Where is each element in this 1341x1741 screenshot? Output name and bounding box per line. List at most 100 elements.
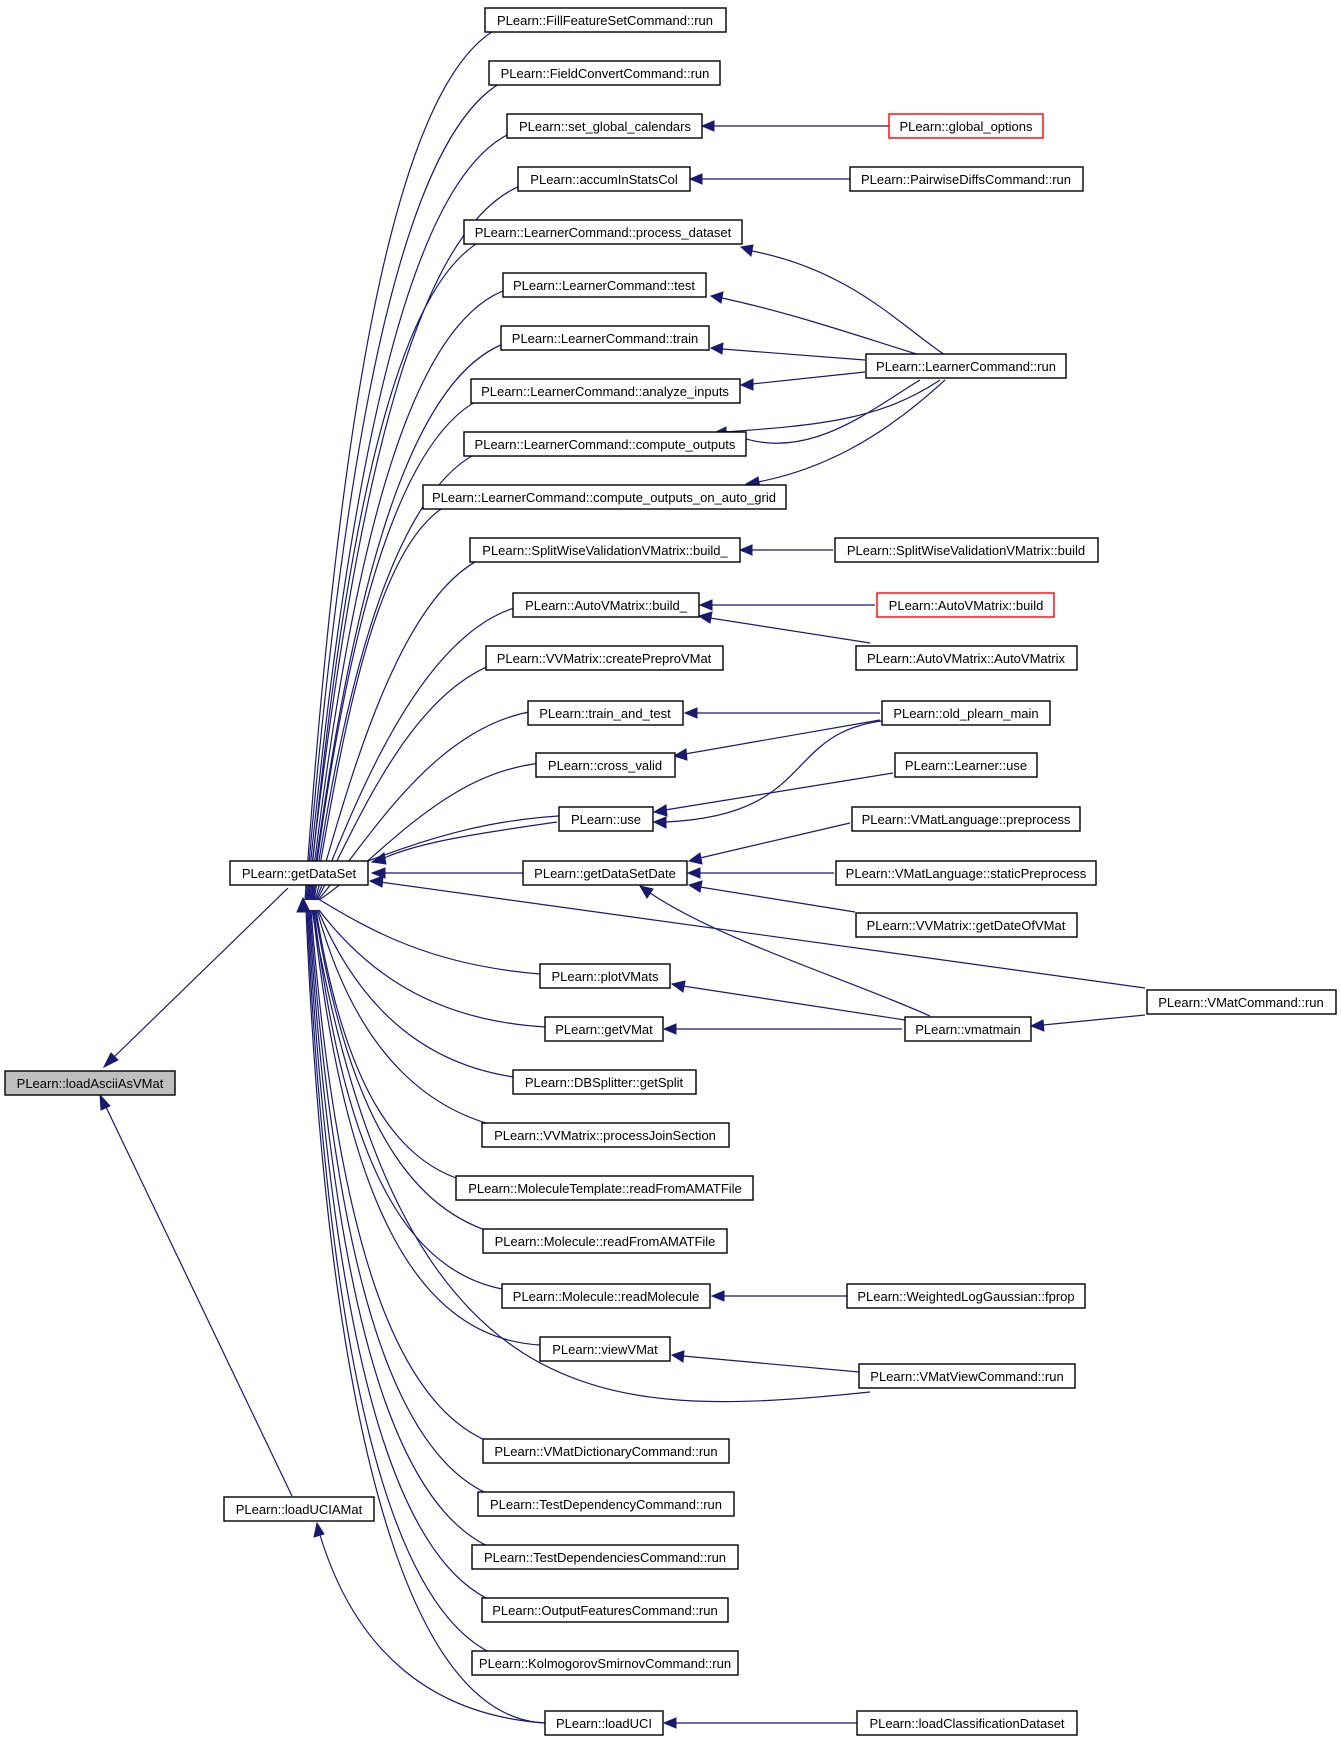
- arrowhead: [739, 378, 754, 391]
- node-getDataSetDate[interactable]: PLearn::getDataSetDate: [522, 860, 688, 886]
- node-testDeps[interactable]: PLearn::TestDependenciesCommand::run: [471, 1544, 739, 1570]
- edge: [649, 892, 931, 1017]
- edge: [315, 602, 541, 901]
- edge: [305, 72, 536, 901]
- node-label: PLearn::VVMatrix::processJoinSection: [494, 1128, 716, 1143]
- edge: [684, 719, 881, 755]
- node-label: PLearn::VMatViewCommand::run: [870, 1369, 1063, 1384]
- node-lcCompute[interactable]: PLearn::LearnerCommand::compute_outputs: [463, 431, 747, 457]
- node-crossValid[interactable]: PLearn::cross_valid: [535, 752, 676, 778]
- node-loadUCIAMat[interactable]: PLearn::loadUCIAMat: [223, 1496, 375, 1522]
- edge: [314, 549, 511, 901]
- node-learnerUse[interactable]: PLearn::Learner::use: [894, 752, 1038, 778]
- node-vmatDict[interactable]: PLearn::VMatDictionaryCommand::run: [482, 1438, 730, 1464]
- arrowhead: [709, 342, 724, 355]
- node-autoBuild_[interactable]: PLearn::AutoVMatrix::build_: [512, 592, 700, 618]
- node-loadClassif[interactable]: PLearn::loadClassificationDataset: [856, 1710, 1078, 1736]
- node-loadAsciiAsVMat[interactable]: PLearn::loadAsciiAsVMat: [4, 1070, 176, 1096]
- node-getDataSet[interactable]: PLearn::getDataSet: [229, 860, 369, 886]
- node-lcProcess[interactable]: PLearn::LearnerCommand::process_dataset: [463, 219, 743, 245]
- node-trainAndTest[interactable]: PLearn::train_and_test: [527, 700, 684, 726]
- node-kolmo[interactable]: PLearn::KolmogorovSmirnovCommand::run: [471, 1650, 739, 1676]
- node-vmatViewRun[interactable]: PLearn::VMatViewCommand::run: [858, 1363, 1076, 1389]
- node-label: PLearn::VMatCommand::run: [1158, 995, 1323, 1010]
- node-testDep[interactable]: PLearn::TestDependencyCommand::run: [477, 1491, 735, 1517]
- node-accumInStats[interactable]: PLearn::accumInStatsCol: [517, 166, 691, 192]
- node-FieldConvert[interactable]: PLearn::FieldConvertCommand::run: [488, 60, 721, 86]
- edge: [308, 231, 511, 901]
- edge: [304, 19, 531, 901]
- node-autoBuild[interactable]: PLearn::AutoVMatrix::build: [876, 592, 1055, 618]
- node-label: PLearn::Molecule::readFromAMATFile: [495, 1234, 716, 1249]
- node-label: PLearn::LearnerCommand::run: [876, 359, 1056, 374]
- edge: [309, 909, 531, 1505]
- edge: [316, 909, 546, 1134]
- node-molTemplRead[interactable]: PLearn::MoleculeTemplate::readFromAMATFi…: [455, 1175, 754, 1201]
- arrowhead: [1029, 1019, 1045, 1032]
- node-vvGetDate[interactable]: PLearn::VVMatrix::getDateOfVMat: [855, 912, 1078, 938]
- arrowhead: [370, 867, 386, 879]
- arrowhead: [102, 1052, 119, 1069]
- edge: [318, 909, 546, 1028]
- node-use[interactable]: PLearn::use: [558, 806, 654, 832]
- node-label: PLearn::vmatmain: [915, 1022, 1021, 1037]
- arrowhead: [687, 880, 703, 893]
- node-viewVMat[interactable]: PLearn::viewVMat: [539, 1336, 671, 1362]
- arrowhead: [370, 852, 387, 865]
- node-pairwise[interactable]: PLearn::PairwiseDiffsCommand::run: [849, 166, 1084, 192]
- arrowhead: [700, 120, 715, 132]
- arrowhead: [638, 885, 654, 899]
- node-vmlStatic[interactable]: PLearn::VMatLanguage::staticPreprocess: [835, 860, 1097, 886]
- edge: [313, 909, 526, 1293]
- node-label: PLearn::set_global_calendars: [519, 119, 692, 134]
- edge: [721, 348, 866, 361]
- node-label: PLearn::TestDependencyCommand::run: [490, 1497, 722, 1512]
- node-dbSplit[interactable]: PLearn::DBSplitter::getSplit: [512, 1069, 697, 1095]
- node-label: PLearn::train_and_test: [539, 706, 671, 721]
- node-splitWiseBuild_[interactable]: PLearn::SplitWiseValidationVMatrix::buil…: [469, 537, 741, 563]
- arrowhead: [738, 544, 753, 556]
- node-vmatCmdRun[interactable]: PLearn::VMatCommand::run: [1146, 989, 1337, 1015]
- edge: [699, 886, 856, 913]
- node-oldMain[interactable]: PLearn::old_plearn_main: [881, 700, 1051, 726]
- edge: [313, 496, 471, 901]
- edge: [105, 1106, 293, 1497]
- node-label: PLearn::VVMatrix::createPreproVMat: [497, 651, 712, 666]
- edge: [721, 297, 921, 356]
- arrowhead: [672, 748, 688, 761]
- node-molReadMol[interactable]: PLearn::Molecule::readMolecule: [501, 1283, 711, 1309]
- node-loadUCI[interactable]: PLearn::loadUCI: [544, 1710, 664, 1736]
- node-plotVMats[interactable]: PLearn::plotVMats: [539, 963, 671, 989]
- node-lcTrain[interactable]: PLearn::LearnerCommand::train: [500, 325, 710, 351]
- edge: [310, 337, 531, 901]
- node-vvCreate[interactable]: PLearn::VVMatrix::createPreproVMat: [485, 645, 724, 671]
- arrowhead: [652, 816, 667, 829]
- edge: [1042, 1014, 1146, 1026]
- node-vmlPre[interactable]: PLearn::VMatLanguage::preprocess: [851, 806, 1081, 832]
- node-lcAnalyze[interactable]: PLearn::LearnerCommand::analyze_inputs: [470, 378, 741, 404]
- edge: [383, 821, 558, 859]
- edge: [311, 909, 871, 1403]
- node-molRead[interactable]: PLearn::Molecule::readFromAMATFile: [482, 1228, 728, 1254]
- edge: [319, 1534, 546, 1724]
- node-FillFeatureSet[interactable]: PLearn::FillFeatureSetCommand::run: [484, 7, 727, 33]
- node-splitWiseBuild[interactable]: PLearn::SplitWiseValidationVMatrix::buil…: [834, 537, 1099, 563]
- node-label: PLearn::AutoVMatrix::AutoVMatrix: [867, 651, 1065, 666]
- node-setGlobalCal[interactable]: PLearn::set_global_calendars: [506, 113, 703, 139]
- node-lcTest[interactable]: PLearn::LearnerCommand::test: [502, 272, 707, 298]
- node-vvJoin[interactable]: PLearn::VVMatrix::processJoinSection: [481, 1122, 730, 1148]
- node-outFeat[interactable]: PLearn::OutputFeaturesCommand::run: [481, 1597, 729, 1623]
- node-label: PLearn::OutputFeaturesCommand::run: [492, 1603, 717, 1618]
- edge: [664, 719, 891, 823]
- node-globalOptions[interactable]: PLearn::global_options: [888, 113, 1044, 139]
- node-getVMat[interactable]: PLearn::getVMat: [544, 1016, 664, 1042]
- node-label: PLearn::use: [571, 812, 641, 827]
- node-autoCtor[interactable]: PLearn::AutoVMatrix::AutoVMatrix: [855, 645, 1078, 671]
- node-wlgFprop[interactable]: PLearn::WeightedLogGaussian::fprop: [846, 1283, 1086, 1309]
- arrowhead: [662, 1023, 677, 1035]
- node-vmatmain[interactable]: PLearn::vmatmain: [904, 1016, 1032, 1042]
- node-lcComputeGrid[interactable]: PLearn::LearnerCommand::compute_outputs_…: [422, 484, 787, 510]
- node-label: PLearn::cross_valid: [548, 758, 662, 773]
- node-label: PLearn::old_plearn_main: [893, 706, 1038, 721]
- node-lcRun[interactable]: PLearn::LearnerCommand::run: [865, 353, 1067, 379]
